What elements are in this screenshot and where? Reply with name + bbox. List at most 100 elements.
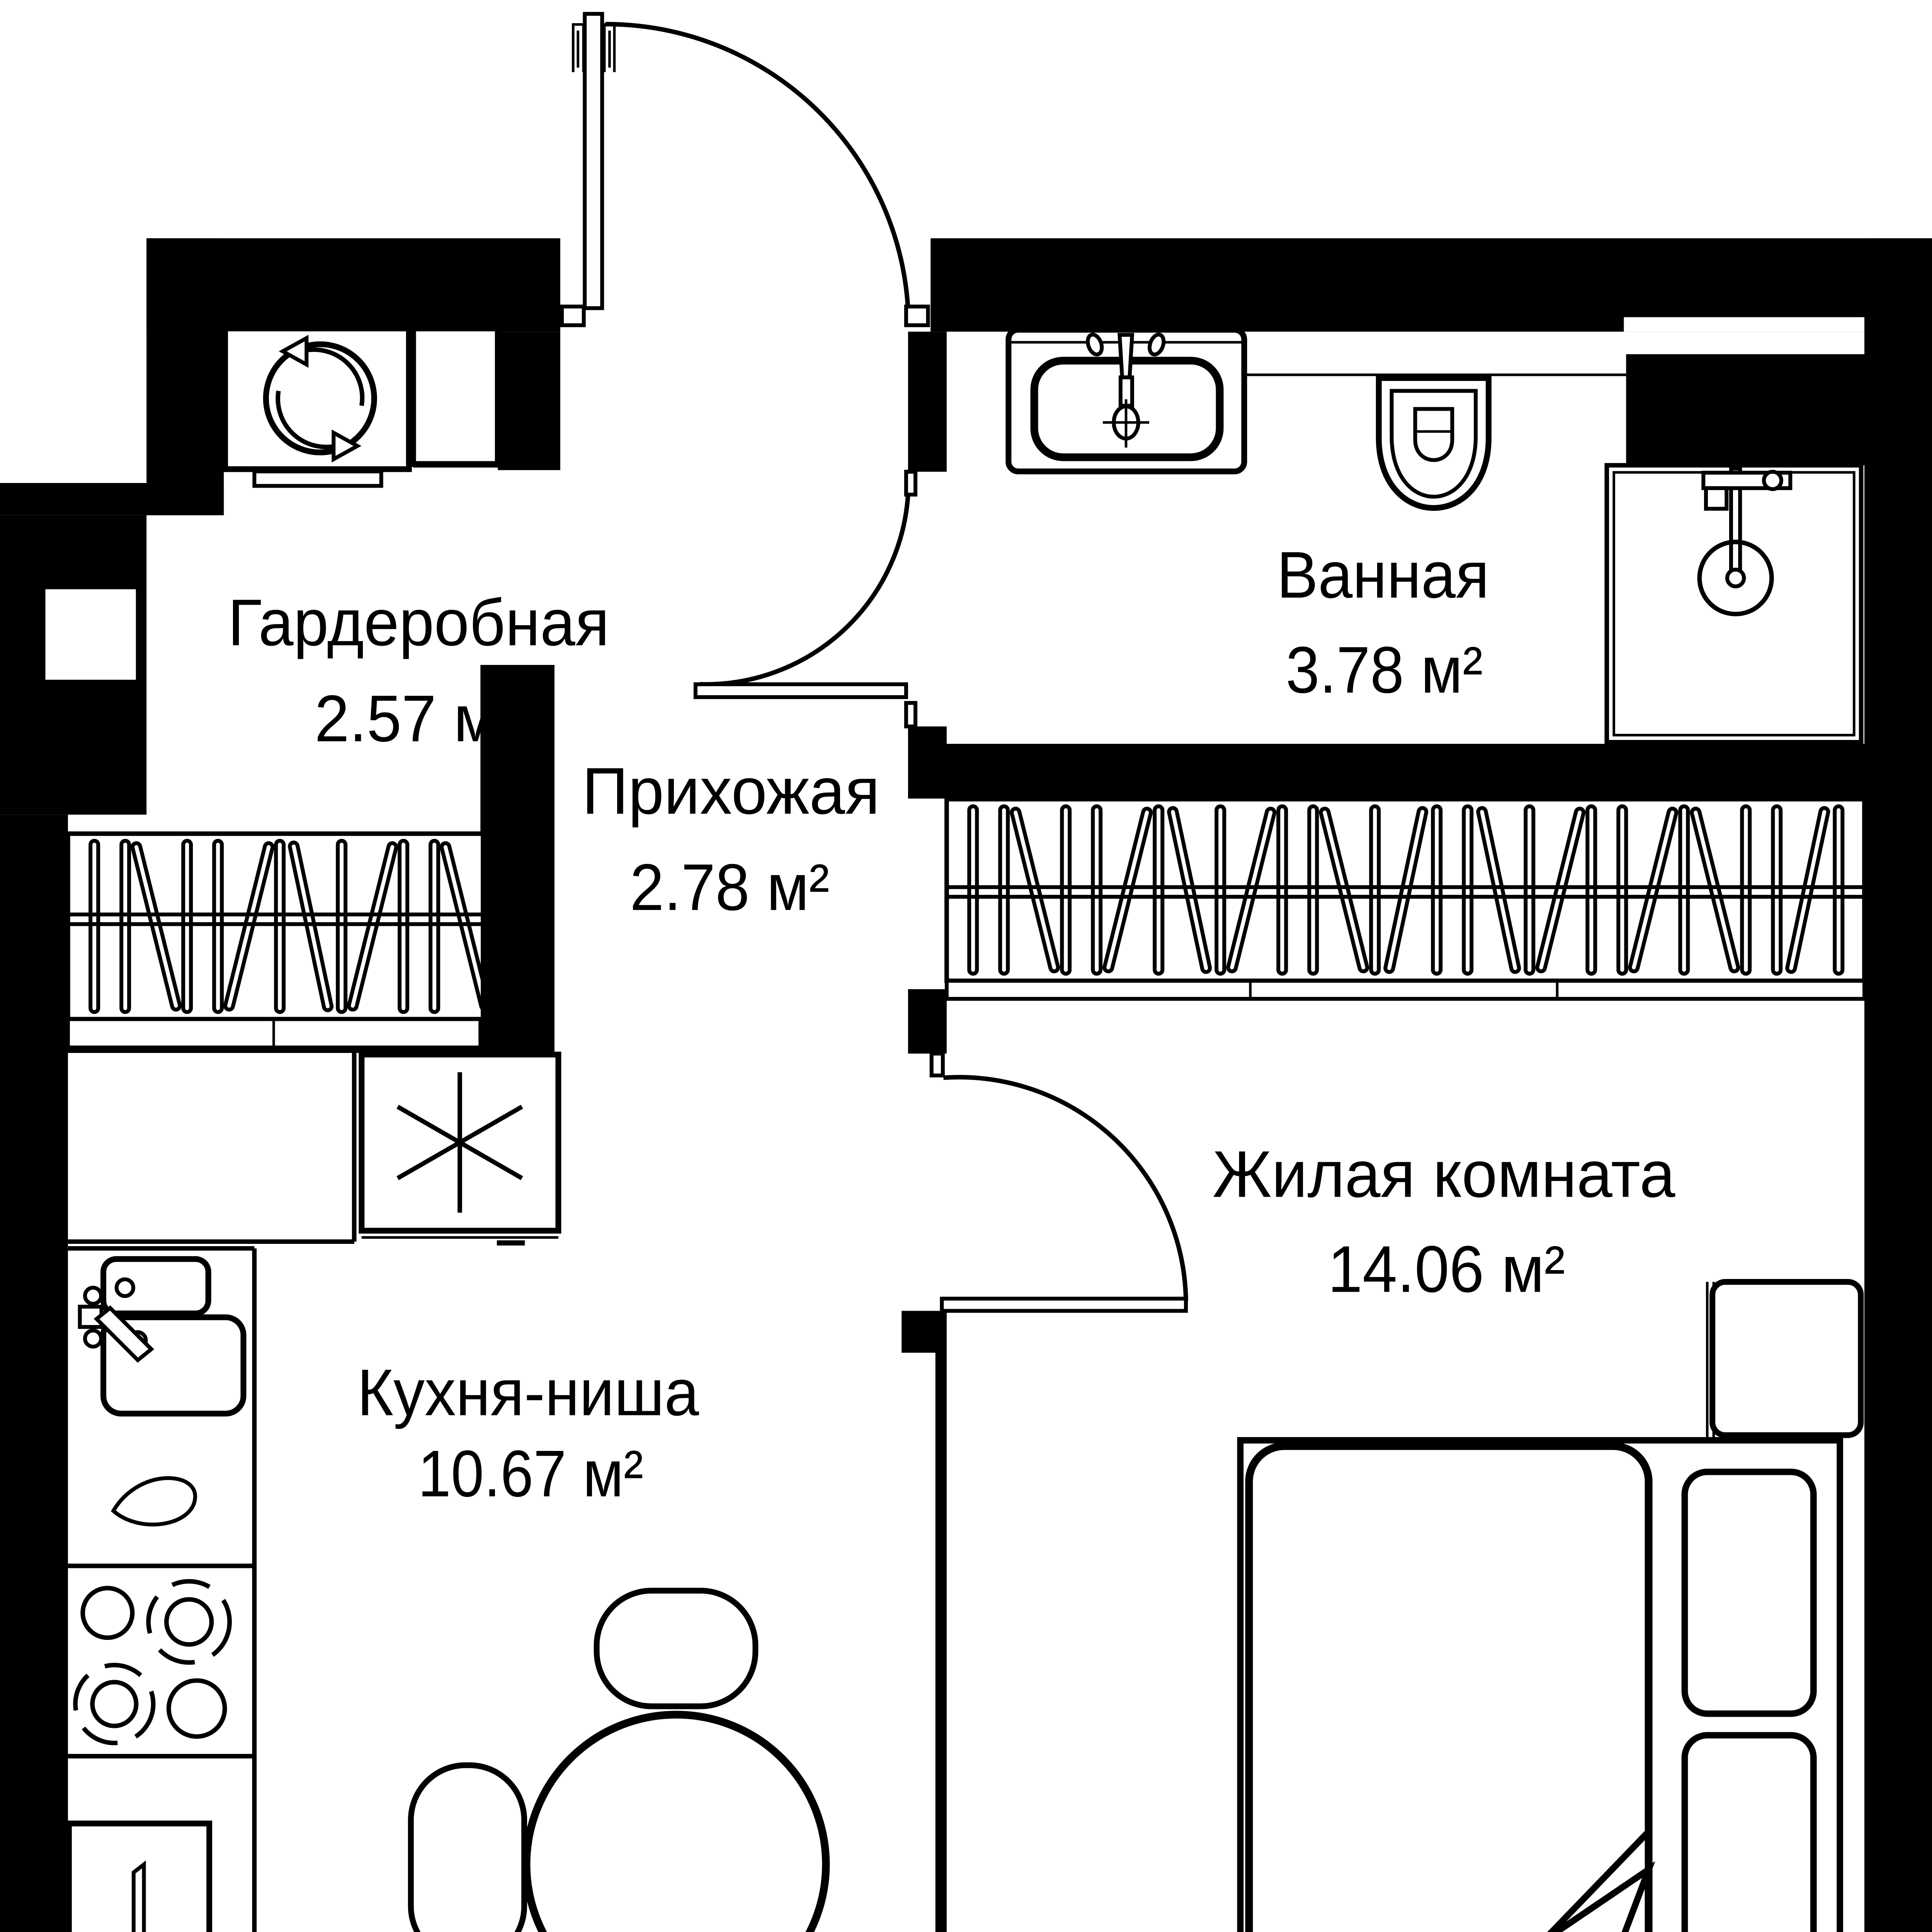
vent-box-foot xyxy=(497,1240,525,1246)
living-door-leaf xyxy=(940,1296,1188,1313)
hanger xyxy=(1833,804,1845,976)
bathroom-door-icon xyxy=(694,469,918,729)
hanger xyxy=(1091,804,1103,976)
bed-icon xyxy=(1237,1437,1843,1932)
bathroom-door-frame-top xyxy=(904,469,918,497)
toilet-icon xyxy=(1376,375,1492,511)
burner xyxy=(166,1678,227,1739)
hanger xyxy=(1628,806,1679,973)
wardrobe-rails xyxy=(66,797,1867,1022)
hanger xyxy=(1431,804,1443,976)
blanket-fold-line xyxy=(1547,1830,1650,1932)
room-label-wardrobe: Гардеробная xyxy=(228,586,610,660)
dresser-icon xyxy=(1709,1279,1864,1438)
hanger xyxy=(1476,806,1521,974)
blanket-fold xyxy=(1551,1861,1655,1932)
hanger xyxy=(1690,806,1740,973)
wall-vent-slit xyxy=(1624,317,1864,332)
wall-left-step xyxy=(0,483,224,515)
entrance-door-leaf xyxy=(583,12,604,310)
hanger xyxy=(1585,804,1597,976)
entrance-door-icon xyxy=(560,12,930,327)
wall-top-right xyxy=(930,238,1932,332)
vent-star xyxy=(396,1105,523,1180)
room-area-hallway: 2.78 м² xyxy=(630,850,830,924)
washer-arrow xyxy=(302,347,365,406)
wall-kitchen-living-partition xyxy=(935,1352,947,1932)
hanger xyxy=(1214,804,1226,976)
hanger xyxy=(1153,804,1165,976)
hanger xyxy=(130,841,182,1012)
washing-machine-icon xyxy=(222,325,412,488)
sink-handle xyxy=(1148,332,1166,357)
ventilation-shaft-icon xyxy=(359,1051,561,1246)
hanger xyxy=(181,838,193,1014)
entrance-door-frame-right xyxy=(904,304,930,327)
sink-bowl-small xyxy=(100,1256,211,1316)
wall-niche xyxy=(45,589,136,680)
right-closet-shelf xyxy=(945,979,1866,1001)
shower-mixer-knob xyxy=(1762,469,1783,491)
living-door-frame xyxy=(929,1051,945,1078)
shower-tray xyxy=(1604,463,1864,745)
faucet-handle xyxy=(83,1328,103,1349)
burner-dashed xyxy=(73,1663,156,1745)
hanger xyxy=(1785,806,1830,974)
dining-table-icon xyxy=(522,1711,830,1932)
wall-left-upper xyxy=(146,238,224,515)
wardrobe-rail-icon xyxy=(66,831,491,1022)
hanger xyxy=(1060,804,1072,976)
hanger xyxy=(223,841,275,1012)
washer-arrow-head xyxy=(332,429,362,463)
hanger xyxy=(1102,806,1153,973)
hanger xyxy=(336,838,348,1014)
hanger xyxy=(119,838,131,1014)
room-label-living: Жилая комната xyxy=(1213,1138,1675,1211)
wall-washer-column xyxy=(498,332,560,470)
hanger xyxy=(274,838,286,1014)
sink-handle xyxy=(1086,332,1104,357)
hanger xyxy=(88,838,100,1014)
entrance-door-frame-left xyxy=(560,304,586,327)
chair-icon xyxy=(594,1588,759,1709)
hanger xyxy=(1010,806,1060,973)
hanger xyxy=(1678,804,1690,976)
room-label-hallway: Прихожая xyxy=(582,754,880,828)
bathroom-door-arc xyxy=(699,494,910,687)
wall-living-partition-stub xyxy=(901,1311,947,1353)
shower-head-center xyxy=(1725,568,1746,588)
hanger xyxy=(1319,806,1369,973)
hanger xyxy=(1524,804,1536,976)
wall-bath-partition-stub xyxy=(908,726,947,746)
pillow-icon xyxy=(1681,1468,1817,1717)
closet-shelves xyxy=(66,979,1866,1049)
vanity-sink-icon xyxy=(1005,327,1626,474)
room-label-bathroom: Ванная xyxy=(1277,538,1489,612)
kettle xyxy=(111,1476,197,1527)
wall-left-lower xyxy=(0,815,68,1932)
bed-blanket xyxy=(1245,1442,1653,1932)
kitchen-sink-icon xyxy=(78,1256,247,1417)
hanger xyxy=(439,841,491,1012)
shower-head xyxy=(1697,539,1774,617)
wall-wardrobe-divider xyxy=(480,665,554,1053)
faucet-spout xyxy=(94,1305,155,1363)
hanger xyxy=(429,838,440,1014)
bathroom-door-leaf xyxy=(694,682,908,699)
washer-tray xyxy=(252,469,383,488)
wall-bath-partition-top xyxy=(908,332,947,472)
hanger xyxy=(347,841,398,1012)
burner xyxy=(164,1597,214,1647)
stove-icon xyxy=(73,1476,232,1745)
hanger xyxy=(1369,804,1381,976)
chair-icon xyxy=(408,1762,527,1932)
hanger xyxy=(967,804,979,976)
sink-spout xyxy=(1117,333,1134,379)
burner-dashed xyxy=(146,1579,232,1665)
fridge-icon xyxy=(66,1820,213,1932)
entrance-door-arc xyxy=(605,22,910,310)
wardrobe-rail-icon xyxy=(944,797,1867,983)
wall-bath-bottom xyxy=(908,744,1932,799)
